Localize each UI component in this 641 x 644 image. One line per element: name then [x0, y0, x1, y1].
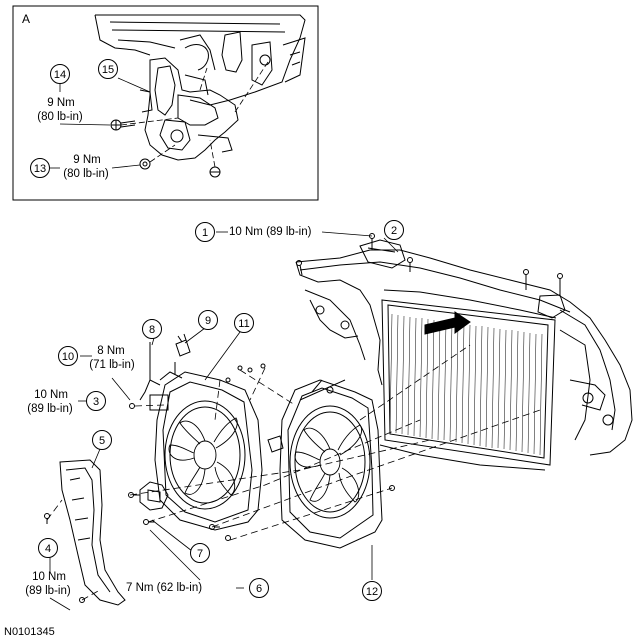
callout-8: 8	[142, 319, 162, 339]
connector-9	[175, 333, 284, 453]
torque-4: 10 Nm	[32, 571, 66, 583]
callout-5: 5	[92, 430, 112, 450]
callout-15: 15	[98, 59, 118, 79]
torque-3: 10 Nm	[34, 389, 68, 401]
radiator-fins	[389, 313, 543, 456]
inset-bolt-14	[110, 119, 136, 131]
torque-1: 10 Nm (89 lb-in)	[229, 226, 312, 238]
callout-13: 13	[30, 158, 50, 178]
torque-10: 8 Nm	[97, 345, 125, 357]
torque-13-lbin: (80 lb-in)	[63, 168, 109, 180]
callout-12: 12	[362, 581, 382, 601]
bracket-5	[59, 459, 126, 606]
main-bolts	[44, 363, 395, 603]
callout-7: 7	[190, 543, 210, 563]
torque-3-lbin: (89 lb-in)	[27, 403, 73, 415]
inset-frame	[12, 5, 319, 201]
callout-2: 2	[384, 220, 404, 240]
fan-blades-11	[168, 417, 238, 496]
wiring-8	[139, 342, 161, 401]
top-bolts	[296, 233, 563, 296]
inset-hood-latch	[139, 57, 239, 161]
callout-4: 4	[38, 538, 58, 558]
fan-motor-7	[139, 481, 169, 511]
torque-6: 7 Nm (62 lb-in)	[126, 582, 203, 594]
figure-id: N0101345	[4, 626, 55, 638]
torque-13: 9 Nm	[73, 154, 101, 166]
radiator-support-assembly	[295, 249, 633, 456]
callout-3: 3	[86, 391, 106, 411]
fan-shroud-11	[149, 362, 263, 531]
torque-10-lbin: (71 lb-in)	[89, 359, 135, 371]
torque-14: 9 Nm	[47, 97, 75, 109]
torque-4-lbin: (89 lb-in)	[25, 585, 71, 597]
callout-6: 6	[249, 578, 269, 598]
bracket-2	[359, 239, 406, 269]
radiator-core	[379, 289, 557, 471]
fan-blades-12	[294, 424, 362, 503]
inset-view-letter: A	[22, 12, 31, 26]
inset-radiator-support	[94, 14, 306, 106]
fan-shroud-12	[279, 379, 383, 549]
inset-bolt-right	[209, 166, 221, 178]
view-marker-a: A	[425, 321, 434, 335]
callout-1: 1	[195, 222, 215, 242]
callout-9: 9	[198, 310, 218, 330]
inset-nut-13	[139, 158, 151, 170]
view-a-arrow	[424, 311, 471, 335]
callout-10: 10	[58, 346, 78, 366]
callout-11: 11	[234, 313, 254, 333]
callout-14: 14	[50, 64, 70, 84]
torque-14-lbin: (80 lb-in)	[37, 111, 83, 123]
